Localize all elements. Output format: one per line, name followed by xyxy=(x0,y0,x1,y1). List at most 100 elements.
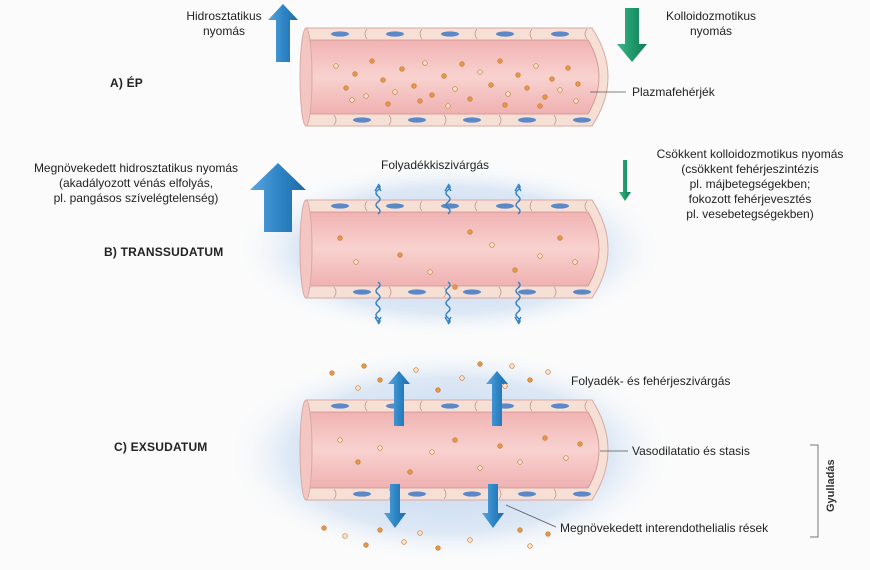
protein-particle xyxy=(533,63,539,69)
protein-particle xyxy=(573,98,579,104)
protein-particle xyxy=(417,530,423,536)
leak-wave xyxy=(515,183,521,215)
vessel-b-cell-junction xyxy=(553,286,557,298)
vessel-c-nucleus-top xyxy=(331,403,349,409)
vessel-c-cell-junction xyxy=(364,400,368,412)
hydrostatic-line-1: Hidrosztatikus xyxy=(186,9,262,23)
leak-wave xyxy=(375,281,381,325)
vessel-a-cell-junction xyxy=(364,28,368,40)
protein-particle xyxy=(333,63,339,69)
protein-particle xyxy=(363,93,369,99)
colloid-arrow-down xyxy=(617,8,647,62)
protein-particle xyxy=(407,469,413,475)
vessel-a-nucleus-bottom xyxy=(573,117,591,123)
protein-particle xyxy=(343,85,349,91)
protein-particle xyxy=(342,533,348,539)
protein-particle xyxy=(392,89,398,95)
fluid-leak-waves xyxy=(374,183,522,325)
hydrostatic-arrow-up-large xyxy=(250,163,306,232)
leak-wave xyxy=(445,281,451,325)
vessel-b-nucleus-bottom xyxy=(518,289,536,295)
protein-particle xyxy=(467,96,473,102)
vessel-b-nucleus-top xyxy=(496,203,514,209)
protein-particle xyxy=(429,92,435,98)
protein-particle xyxy=(502,102,508,108)
protein-particle xyxy=(557,87,563,93)
colloid-pressure-label-a: Kolloidozmotikus nyomás xyxy=(646,9,776,39)
vessel-c-cell-junction xyxy=(529,400,533,412)
vessel-c-nucleus-bottom xyxy=(408,491,426,497)
vessel-c-nucleus-top xyxy=(551,403,569,409)
protein-particle xyxy=(337,235,343,241)
interendothelial-gaps-label: Megnövekedett interendothelialis rések xyxy=(560,521,769,535)
protein-particle xyxy=(517,527,523,533)
vessel-b-cell-junction xyxy=(364,200,368,212)
vessel-b-lumen xyxy=(305,211,600,287)
protein-particle xyxy=(545,531,551,537)
protein-particle xyxy=(527,377,533,383)
vessel-c-cell-junction xyxy=(443,488,447,500)
protein-particle xyxy=(329,370,335,376)
vasodilation-label: Vasodilatatio és stasis xyxy=(632,444,750,458)
protein-particle xyxy=(488,82,494,88)
vessel-b-cell-junction xyxy=(498,286,502,298)
vessel-a-nucleus-top xyxy=(496,31,514,37)
protein-particle xyxy=(363,542,369,548)
colloid-pressure-label-b: Csökkent kolloidozmotikus nyomás (csökke… xyxy=(632,147,868,222)
vessel-a-cell-junction xyxy=(443,114,447,126)
vessel-b-nucleus-bottom xyxy=(573,289,591,295)
colloid-line-2: nyomás xyxy=(689,24,733,38)
vessel-c-nucleus-bottom xyxy=(463,491,481,497)
vessel-a-cell-junction xyxy=(553,114,557,126)
plasma-protein-label: Plazmafehérjék xyxy=(632,85,715,99)
vessel-c-cell-junction xyxy=(584,400,588,412)
vessel-b-cell-junction xyxy=(388,286,392,298)
vessel-c-cell-junction xyxy=(333,488,337,500)
vessel-a-lumen xyxy=(305,39,600,115)
protein-particle xyxy=(527,543,533,549)
colloid-line-1: Kolloidozmotikus xyxy=(665,9,757,23)
protein-particle xyxy=(435,545,441,551)
vessel-a-nucleus-bottom xyxy=(463,117,481,123)
vessel-b-nucleus-bottom xyxy=(353,289,371,295)
vessel-b-cell-junction xyxy=(474,200,478,212)
protein-particle xyxy=(349,97,355,103)
vessel-b-end xyxy=(299,199,313,299)
protein-particle xyxy=(524,85,530,91)
vessel-a-cell-junction xyxy=(419,28,423,40)
protein-particle xyxy=(355,385,361,391)
protein-particle xyxy=(517,459,523,465)
vessel-a-cell-junction xyxy=(388,114,392,126)
reduced-colloid-line-2: (csökkent fehérjeszintézis xyxy=(681,162,819,176)
vessel-c-nucleus-bottom xyxy=(518,491,536,497)
protein-particle xyxy=(565,65,571,71)
protein-particle xyxy=(401,539,407,545)
leak-wave xyxy=(375,183,381,215)
leak-wave-arrowhead xyxy=(374,316,382,324)
leak-wave xyxy=(515,281,521,325)
vessel-c-cell-junction xyxy=(498,488,502,500)
protein-particle xyxy=(369,58,375,64)
protein-particle xyxy=(477,361,483,367)
vessel-c-cell-junction xyxy=(419,400,423,412)
protein-particle xyxy=(413,367,419,373)
colloid-arrow-down-thin xyxy=(619,160,631,201)
vessel-b-nucleus-top xyxy=(331,203,349,209)
reduced-colloid-line-5: pl. vesebetegségekben) xyxy=(686,207,814,221)
exudate-arrow-up-right xyxy=(486,371,508,426)
vessel-a-end xyxy=(299,27,313,127)
vessel-exudate xyxy=(299,399,609,501)
protein-particle xyxy=(459,375,465,381)
protein-particle xyxy=(435,387,441,393)
leak-wave-arrowhead xyxy=(444,316,452,324)
exudate-arrow-down-left xyxy=(384,484,406,528)
vessel-b-nucleus-top xyxy=(441,203,459,209)
protein-particle xyxy=(417,98,423,104)
vessel-b-nucleus-top xyxy=(551,203,569,209)
leak-wave-arrowhead xyxy=(374,184,382,192)
protein-particle xyxy=(452,86,458,92)
protein-particle xyxy=(512,267,518,273)
vessel-b-cell-junction xyxy=(419,200,423,212)
